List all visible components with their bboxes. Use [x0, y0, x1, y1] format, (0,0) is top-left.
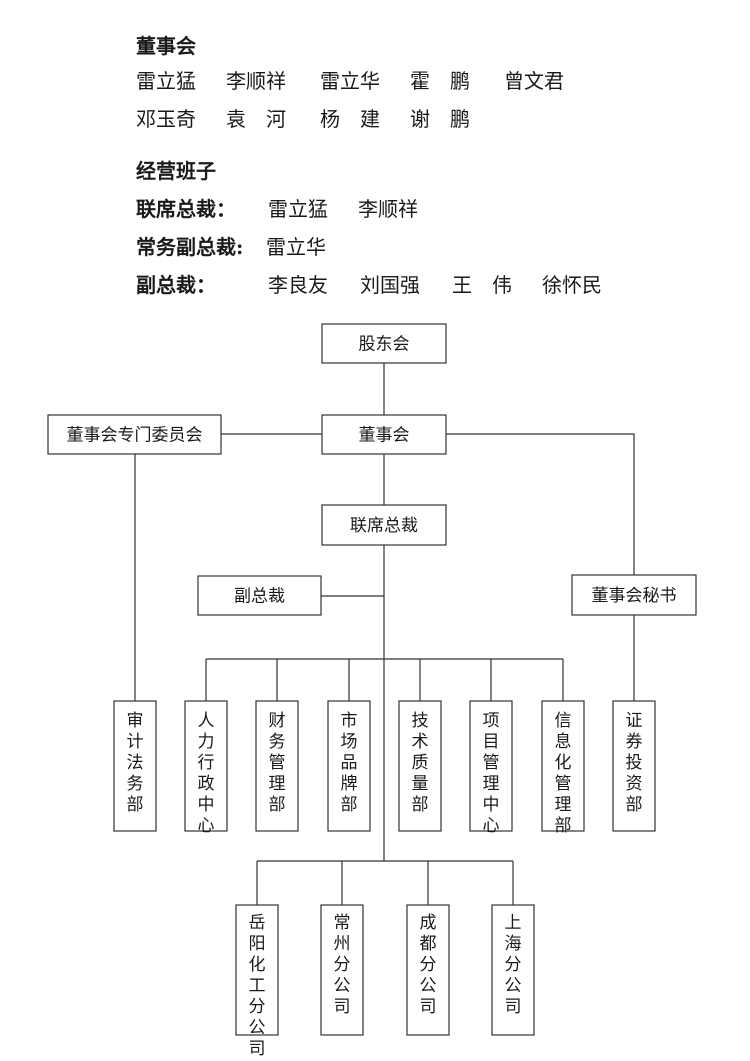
- role-name: 王 伟: [452, 273, 512, 297]
- role-name: 李良友: [268, 273, 328, 297]
- node-co-president: 联席总裁: [321, 504, 447, 546]
- department-node: 市场品牌部: [327, 700, 371, 832]
- node-label: 岳阳化工分公司: [249, 913, 266, 1059]
- board-member: 曾文君: [504, 69, 564, 93]
- branch-nodes: 岳阳化工分公司 常州分公司 成都分公司 上海分公司: [235, 904, 535, 1059]
- board-member: 霍 鹏: [410, 69, 470, 93]
- node-label: 项目管理中心: [483, 711, 500, 836]
- department-node: 项目管理中心: [469, 700, 513, 836]
- node-label: 副总裁: [234, 587, 285, 607]
- node-label: 财务管理部: [269, 711, 286, 815]
- node-shareholders: 股东会: [321, 323, 447, 364]
- department-node: 信息化管理部: [541, 700, 585, 836]
- node-label: 董事会: [359, 426, 410, 446]
- management-heading: 经营班子: [136, 159, 216, 183]
- node-committees: 董事会专门委员会: [47, 414, 222, 455]
- node-label: 证券投资部: [626, 711, 643, 815]
- department-node: 人力行政中心: [184, 700, 228, 836]
- node-label: 股东会: [359, 335, 410, 355]
- node-label: 市场品牌部: [341, 711, 358, 815]
- node-vice-president: 副总裁: [197, 575, 322, 616]
- branch-node: 岳阳化工分公司: [235, 904, 279, 1059]
- role-name: 雷立华: [266, 235, 326, 259]
- branch-node: 成都分公司: [406, 904, 450, 1036]
- role-name: 徐怀民: [542, 273, 602, 297]
- department-node: 技术质量部: [398, 700, 442, 832]
- role-name: 雷立猛: [268, 197, 328, 221]
- role-label-executive-vp: 常务副总裁:: [136, 235, 244, 259]
- department-node: 财务管理部: [255, 700, 299, 832]
- node-board-secretary: 董事会秘书: [571, 574, 697, 616]
- department-node: 审计法务部: [113, 700, 157, 832]
- role-label-vp: 副总裁：: [136, 273, 216, 297]
- node-label: 成都分公司: [420, 913, 437, 1017]
- branch-node: 上海分公司: [491, 904, 535, 1036]
- node-label: 董事会秘书: [592, 586, 677, 606]
- board-heading: 董事会: [136, 34, 196, 58]
- department-node: 证券投资部: [612, 700, 656, 832]
- node-label: 联席总裁: [350, 516, 418, 536]
- node-label: 信息化管理部: [555, 711, 572, 836]
- role-name: 李顺祥: [358, 197, 418, 221]
- branch-node: 常州分公司: [320, 904, 364, 1036]
- board-member: 雷立华: [320, 69, 380, 93]
- node-label: 上海分公司: [505, 913, 522, 1017]
- board-member: 袁 河: [226, 107, 286, 131]
- node-label: 常州分公司: [334, 913, 351, 1017]
- org-chart-connectors: [134, 363, 635, 905]
- role-label-co-president: 联席总裁：: [136, 197, 236, 221]
- node-label: 技术质量部: [412, 711, 429, 815]
- node-label: 董事会专门委员会: [67, 426, 203, 446]
- board-member: 李顺祥: [226, 69, 286, 93]
- department-nodes: 审计法务部 人力行政中心 财务管理部 市场品牌部 技术质量部 项目管理中心 信息化管理部 证券…: [113, 700, 656, 836]
- board-member: 谢 鹏: [410, 107, 470, 131]
- board-member: 雷立猛: [136, 69, 196, 93]
- node-label: 审计法务部: [127, 711, 144, 815]
- board-member: 杨 建: [320, 107, 380, 131]
- node-label: 人力行政中心: [198, 711, 215, 836]
- role-name: 刘国强: [360, 273, 420, 297]
- connector-line: [446, 433, 635, 575]
- board-member: 邓玉奇: [136, 107, 196, 131]
- node-board: 董事会: [321, 414, 447, 455]
